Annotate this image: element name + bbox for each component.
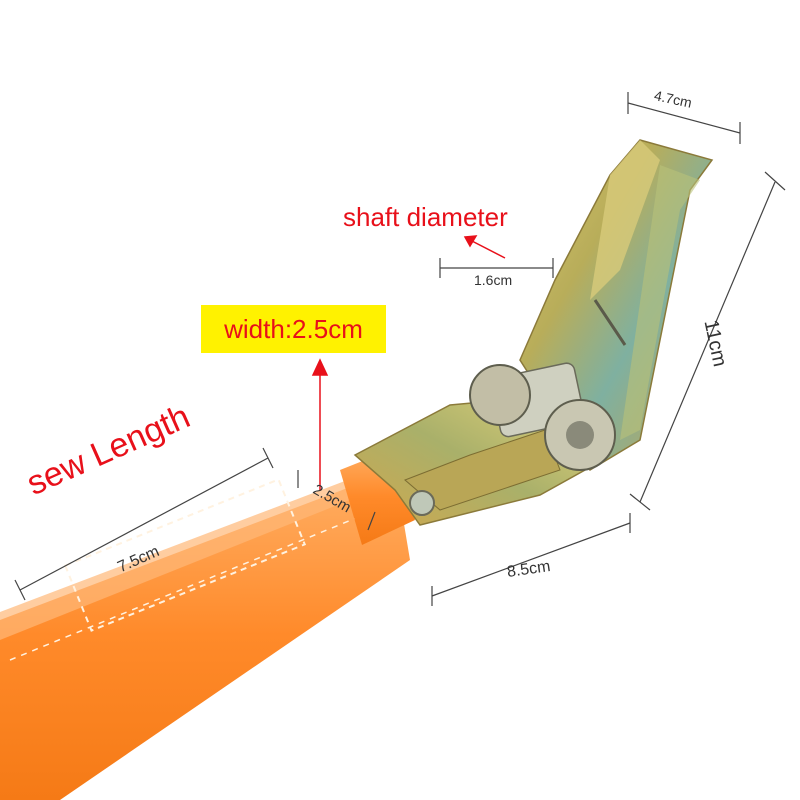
strap-long — [0, 462, 410, 800]
red-arrows — [311, 235, 506, 490]
dimension-shaft: 1.6cm — [474, 272, 513, 288]
shaft-diameter-label: shaft diameter — [343, 202, 508, 232]
dimension-lines — [14, 92, 786, 606]
width-label: width:2.5cm — [201, 305, 386, 353]
ratchet-spindle — [469, 362, 616, 471]
